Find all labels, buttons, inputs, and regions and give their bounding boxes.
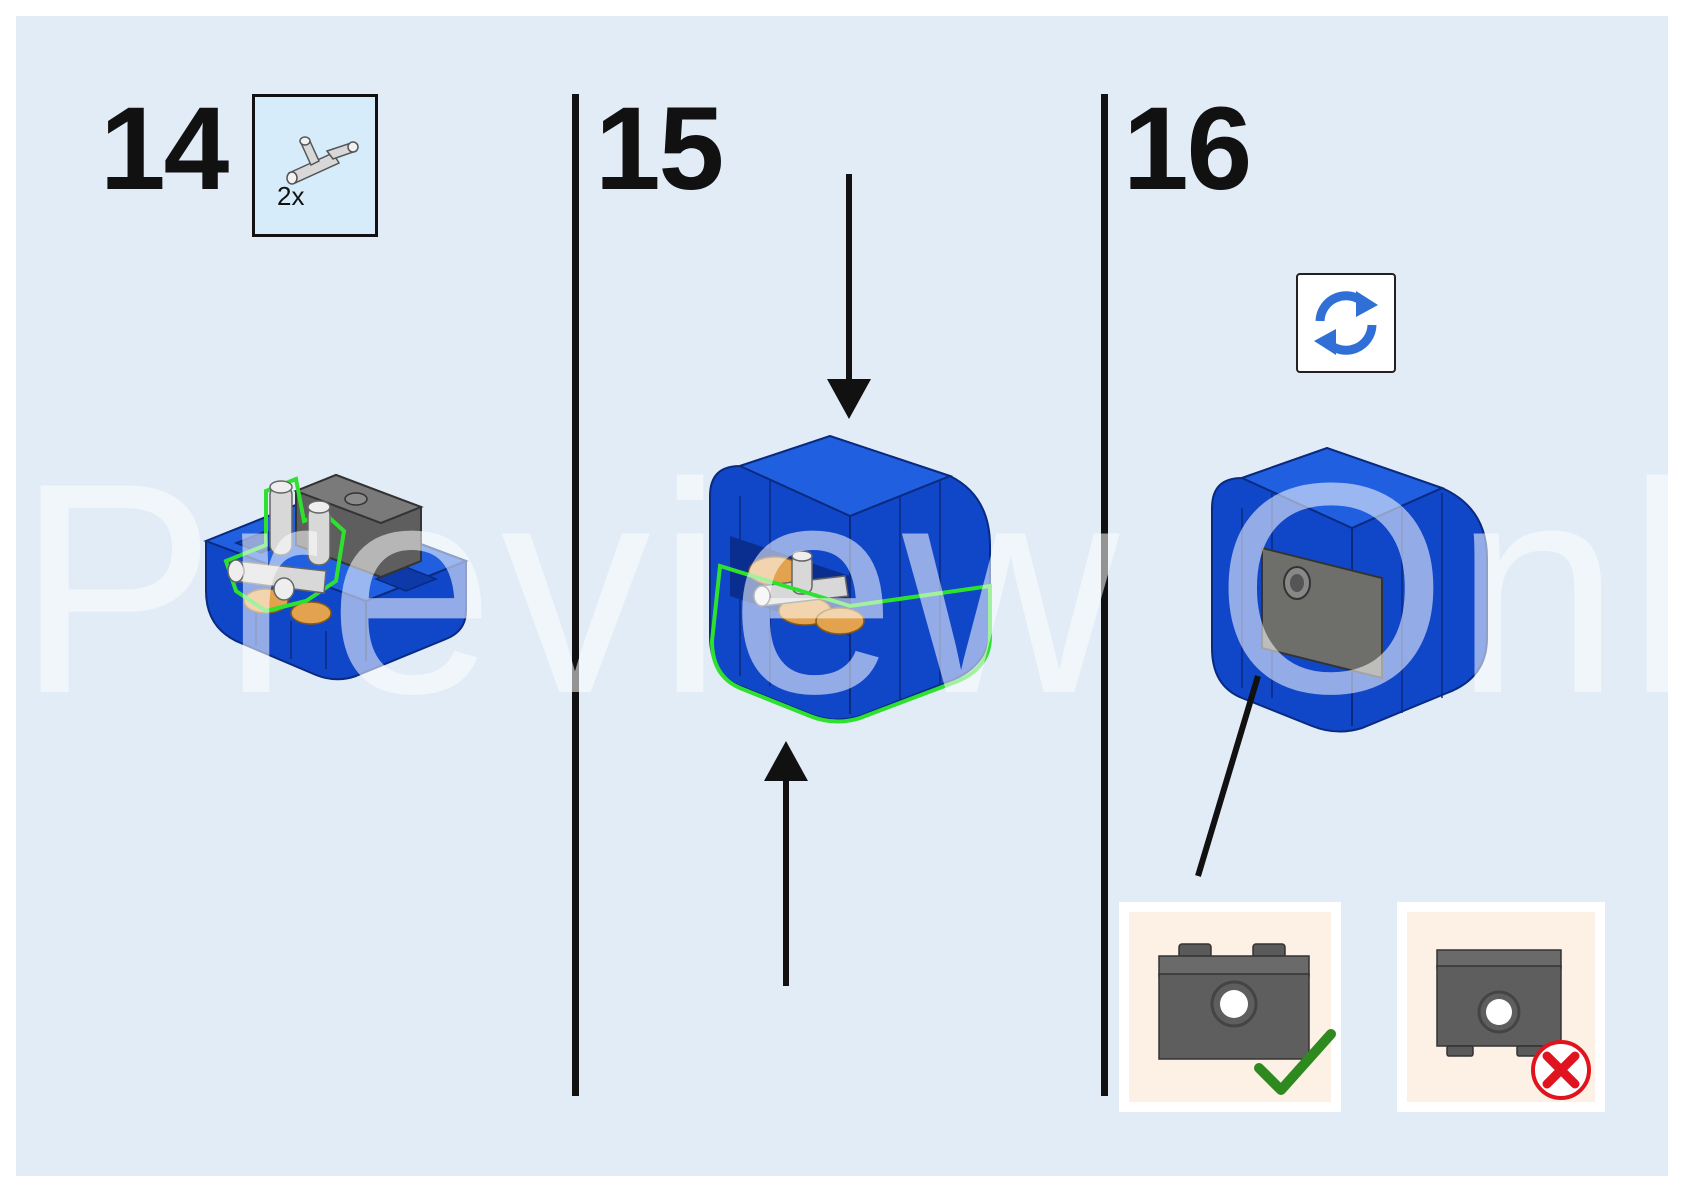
parts-list-box: 2x xyxy=(252,94,378,237)
step-number-14: 14 xyxy=(100,83,229,215)
step-divider-right xyxy=(1101,94,1108,1096)
callout-pointer-line xyxy=(1195,675,1261,877)
step-number-16: 16 xyxy=(1123,83,1252,215)
step-number-15: 15 xyxy=(595,83,724,215)
rotate-model-box xyxy=(1296,273,1396,373)
gray-brick-with-hole-incorrect xyxy=(1436,949,1562,1057)
green-checkmark-icon xyxy=(1254,1029,1336,1095)
step-16-model xyxy=(1211,446,1488,733)
step-14-model xyxy=(203,473,469,681)
arrow-down-icon xyxy=(827,174,871,419)
red-x-icon xyxy=(1531,1040,1591,1100)
parts-quantity: 2x xyxy=(277,181,305,211)
t-connector-pin-icon xyxy=(286,136,359,185)
step-15-model xyxy=(709,434,992,724)
callout-correct-orientation xyxy=(1119,902,1341,1112)
step-divider-left xyxy=(572,94,579,1096)
callout-incorrect-orientation xyxy=(1397,902,1605,1112)
gray-brick-with-hole-correct xyxy=(1158,943,1310,1060)
instruction-page: 14 2x xyxy=(16,16,1668,1176)
arrow-up-icon xyxy=(764,741,808,986)
rotate-model-icon xyxy=(1314,291,1378,355)
